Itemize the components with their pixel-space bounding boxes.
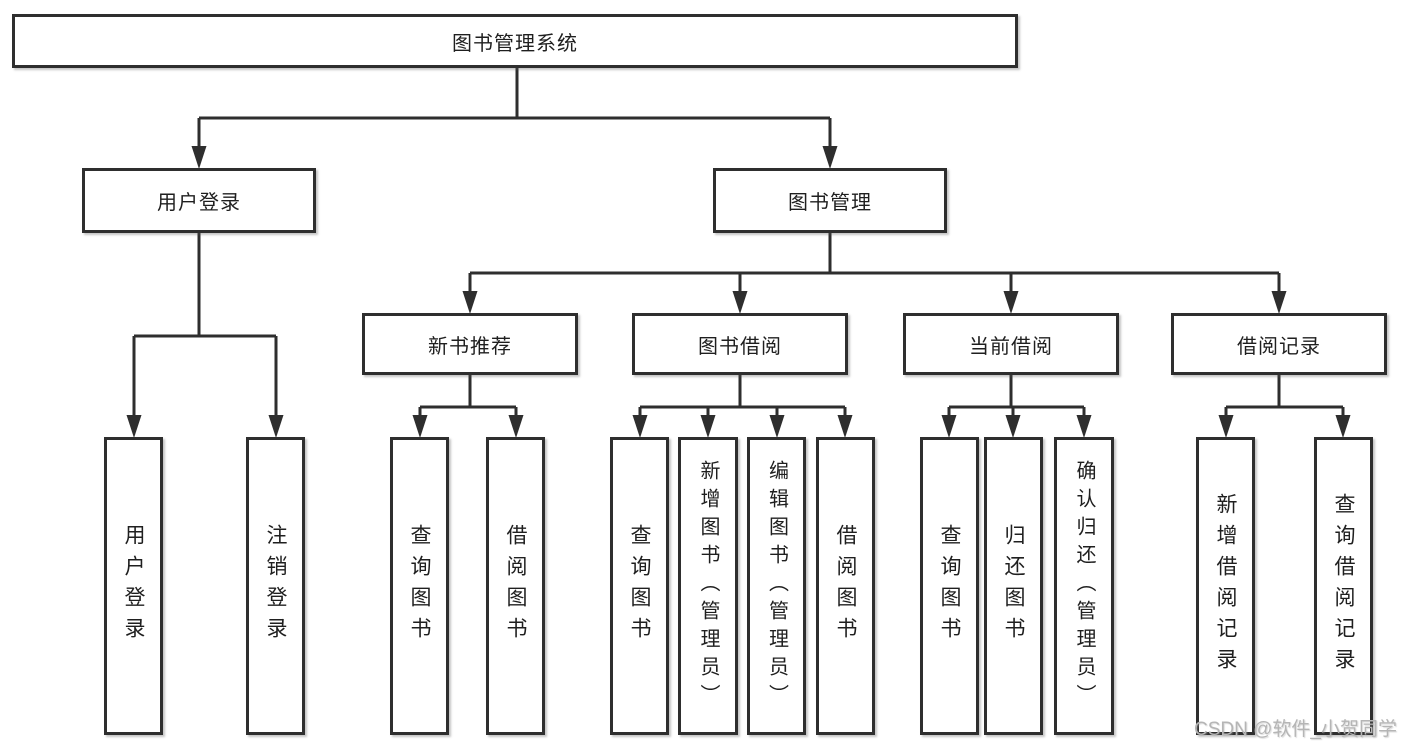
leaf-query-books-recommend: 查询图书 xyxy=(390,437,449,735)
leaf-add-borrow-record: 新增借阅记录 xyxy=(1196,437,1255,735)
leaf-logout: 注销登录 xyxy=(246,437,305,735)
node-new-book-recommend: 新书推荐 xyxy=(362,313,578,375)
leaf-query-books-borrow: 查询图书 xyxy=(610,437,669,735)
node-user-login: 用户登录 xyxy=(82,168,316,233)
leaf-user-login: 用户登录 xyxy=(104,437,163,735)
node-book-borrowing: 图书借阅 xyxy=(632,313,848,375)
leaf-borrow-books: 借阅图书 xyxy=(816,437,875,735)
leaf-query-books-current: 查询图书 xyxy=(920,437,979,735)
arrowhead-icons xyxy=(126,146,1351,438)
node-current-borrowing: 当前借阅 xyxy=(903,313,1119,375)
node-book-management: 图书管理 xyxy=(713,168,947,233)
leaf-borrow-books-recommend: 借阅图书 xyxy=(486,437,545,735)
leaf-edit-books-admin: 编辑图书（管理员） xyxy=(747,437,806,735)
node-borrow-records: 借阅记录 xyxy=(1171,313,1387,375)
leaf-return-books: 归还图书 xyxy=(984,437,1043,735)
leaf-add-books-admin: 新增图书（管理员） xyxy=(678,437,738,735)
node-root-library-system: 图书管理系统 xyxy=(12,14,1018,68)
leaf-confirm-return-admin: 确认归还（管理员） xyxy=(1054,437,1114,735)
leaf-query-borrow-record: 查询借阅记录 xyxy=(1314,437,1373,735)
